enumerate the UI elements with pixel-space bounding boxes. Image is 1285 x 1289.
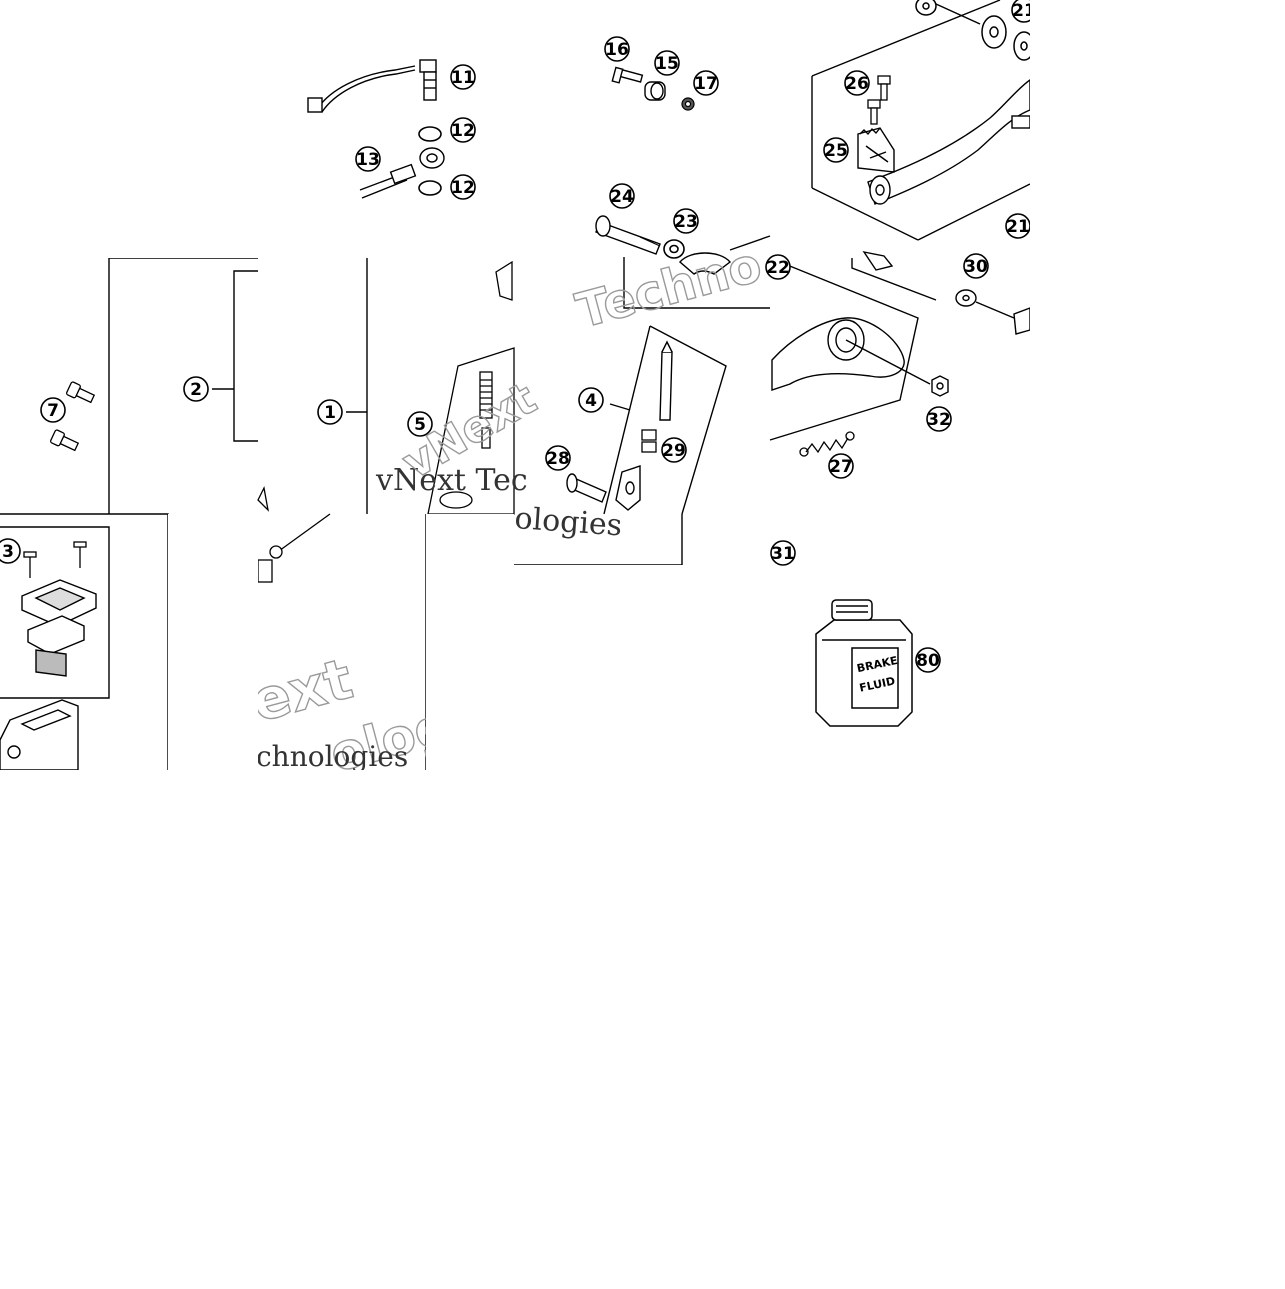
callout-bubble: 28	[545, 445, 571, 471]
callout-bubble: 17	[693, 70, 719, 96]
blank-region	[426, 514, 514, 770]
callout-number: 21	[1012, 1, 1036, 21]
callout-number: 31	[771, 544, 795, 564]
callout-bubble: 32	[926, 406, 952, 432]
push-rod-part	[659, 340, 673, 421]
callout-number: 22	[766, 258, 790, 278]
callout-bubble: 7	[40, 397, 66, 423]
callout-number: 11	[451, 68, 475, 88]
callout-number: 3	[2, 542, 14, 562]
pedal-pivot-frame	[769, 257, 937, 441]
callout-bubble: 31	[770, 540, 796, 566]
callout-bubble: 5	[407, 411, 433, 437]
callout-number: 17	[694, 74, 718, 94]
callout-bubble: 15	[654, 50, 680, 76]
clevis-part	[615, 465, 641, 511]
callout-bubble: 27	[828, 453, 854, 479]
brake-light-switch-part	[307, 59, 437, 113]
mounting-bolt-part	[49, 381, 96, 452]
callout-number: 7	[47, 401, 59, 421]
callout-number: 26	[845, 74, 869, 94]
reservoir-screw-part	[23, 541, 87, 578]
pivot-nut-part	[931, 375, 949, 397]
callout-number: 15	[655, 54, 679, 74]
brake-line-part	[359, 147, 445, 199]
callout-bubble: 29	[661, 437, 687, 463]
callout-bubble: 23	[673, 208, 699, 234]
callout-bubble: 12	[450, 117, 476, 143]
callout-bubble: 11	[450, 64, 476, 90]
master-cylinder-part	[0, 699, 79, 771]
blank-region	[0, 0, 300, 258]
callout-number: 2	[190, 380, 202, 400]
callout-bubble: 80	[915, 647, 941, 673]
blank-region	[1030, 0, 1285, 770]
pedal-step-plate-part	[857, 127, 895, 173]
callout-number: 1	[324, 403, 336, 423]
watermark-text: ologies	[513, 501, 623, 543]
blank-region	[514, 565, 770, 770]
callout-bubble: 16	[604, 36, 630, 62]
callout-bubble: 4	[578, 387, 604, 413]
reservoir-diaphragm-part	[27, 615, 85, 677]
callout-number: 29	[662, 441, 686, 461]
watermark-text: chnologies	[256, 740, 408, 773]
nut-small-part	[681, 97, 695, 111]
pin-part	[611, 66, 644, 84]
return-spring-part	[799, 431, 855, 457]
callout-bubble: 26	[844, 70, 870, 96]
callout-number: 25	[824, 141, 848, 161]
piston-spring-part	[257, 260, 515, 583]
watermark-text: vNext Tec	[375, 463, 528, 498]
seal-part	[623, 235, 771, 309]
callout-number: 16	[605, 40, 629, 60]
callout-number: 4	[585, 391, 597, 411]
bushing-part	[644, 81, 666, 101]
callout-number: 12	[451, 178, 475, 198]
callout-bubble: 24	[609, 183, 635, 209]
callout-number: 13	[356, 150, 380, 170]
pivot-washer-part	[862, 250, 1031, 335]
callout-bubble: 30	[963, 253, 989, 279]
callout-number: 12	[451, 121, 475, 141]
callout-bubble: 22	[765, 254, 791, 280]
callout-number: 32	[927, 410, 951, 430]
blank-region	[168, 514, 258, 770]
callout-number: 80	[916, 651, 940, 671]
reservoir-cover-part	[21, 579, 97, 627]
callout-bubble: 12	[450, 174, 476, 200]
blank-region	[0, 770, 1285, 1285]
washer-part	[663, 239, 685, 259]
clevis-pin-part	[566, 473, 607, 503]
o-ring-part	[418, 126, 442, 196]
callout-number: 5	[414, 415, 426, 435]
lock-nut-part	[641, 429, 657, 453]
pedal-bolt-part	[867, 75, 891, 125]
callout-number: 30	[964, 257, 988, 277]
callout-number: 27	[829, 457, 853, 477]
pedal-pivot-part	[771, 317, 931, 391]
callout-bubble: 1	[317, 399, 343, 425]
callout-bubble: 25	[823, 137, 849, 163]
callout-bubble: 13	[355, 146, 381, 172]
callout-number: 23	[674, 212, 698, 232]
pedal-washer-part	[915, 0, 1035, 61]
brake-fluid-can-part	[815, 599, 913, 727]
bolt-long-part	[595, 215, 661, 255]
callout-number: 28	[546, 449, 570, 469]
callout-bubble: 21	[1005, 213, 1031, 239]
brake-pedal-frame	[811, 0, 1031, 241]
callout-bubble: 2	[183, 376, 209, 402]
callout-bubble: 3	[0, 538, 21, 564]
callout-number: 21	[1006, 217, 1030, 237]
callout-number: 24	[610, 187, 634, 207]
